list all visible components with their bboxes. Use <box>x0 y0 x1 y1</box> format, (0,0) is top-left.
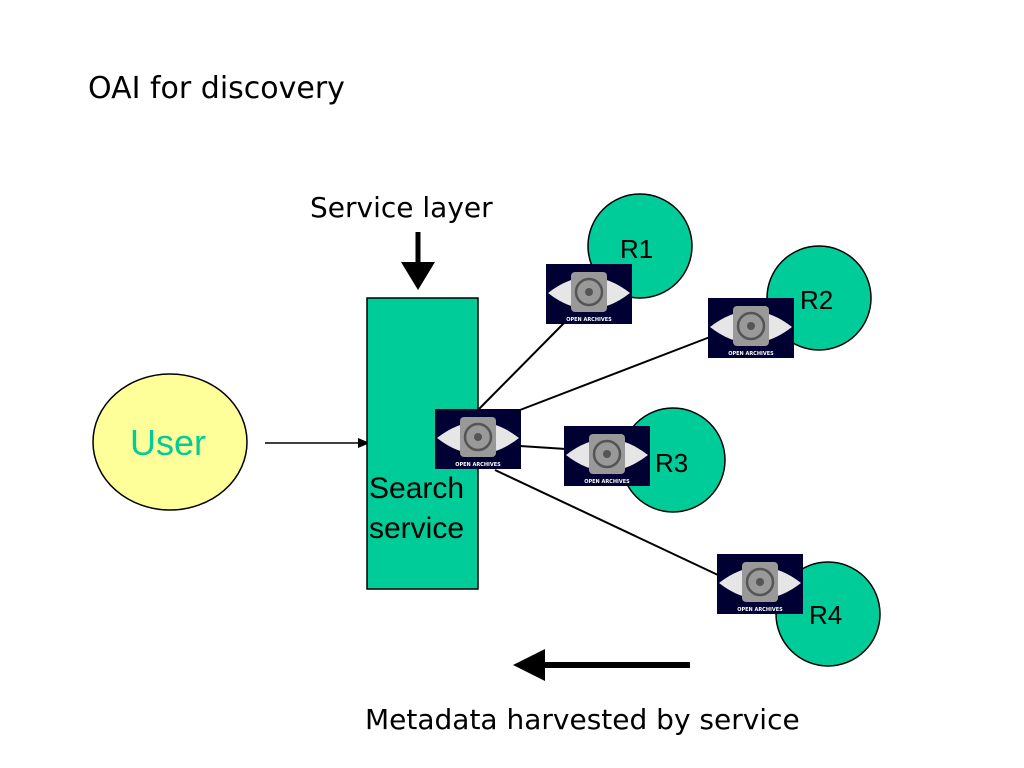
repository-r3-label: R3 <box>655 448 688 478</box>
oai-logo-r3: OPEN ARCHIVES <box>562 424 652 488</box>
user-to-search-arrow <box>265 438 370 448</box>
oai-logo-caption: OPEN ARCHIVES <box>566 317 612 323</box>
oai-logo-caption: OPEN ARCHIVES <box>728 351 774 357</box>
repository-r2-label: R2 <box>800 285 833 315</box>
oai-logo-caption: OPEN ARCHIVES <box>737 607 783 613</box>
user-node: User <box>92 373 248 511</box>
oai-logo-r4: OPEN ARCHIVES <box>715 552 805 616</box>
oai-logo-caption: OPEN ARCHIVES <box>455 462 501 468</box>
page-title: OAI for discovery <box>88 71 345 106</box>
user-label: User <box>130 422 206 463</box>
search-service-label-line1: Search <box>369 472 464 505</box>
connector-r3 <box>519 445 567 450</box>
harvest-arrow <box>513 649 690 681</box>
connector-r4 <box>494 469 719 576</box>
connector-r2 <box>519 336 711 411</box>
repository-r1-label: R1 <box>620 234 653 264</box>
oai-logo-r2: OPEN ARCHIVES <box>706 296 796 360</box>
oai-logo-caption: OPEN ARCHIVES <box>584 479 630 485</box>
service-layer-label: Service layer <box>310 191 493 224</box>
harvest-caption: Metadata harvested by service <box>365 703 800 736</box>
search-service-label-line2: service <box>369 512 464 545</box>
connection-lines <box>478 321 719 576</box>
oai-logo-r1: OPEN ARCHIVES <box>544 262 634 326</box>
connector-r1 <box>478 321 566 410</box>
oai-logo-search: OPEN ARCHIVES <box>433 407 523 471</box>
service-layer-arrow <box>401 232 435 290</box>
repository-r4-label: R4 <box>809 600 842 630</box>
